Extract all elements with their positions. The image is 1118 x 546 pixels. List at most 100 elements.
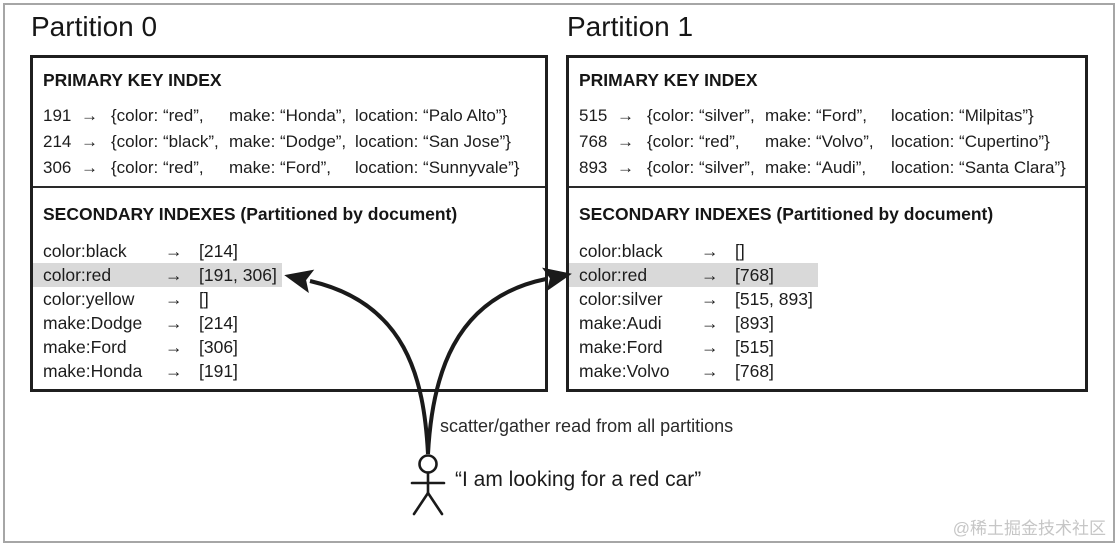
watermark-text: @稀土掘金技术社区 <box>952 519 1106 538</box>
secondary-index-row-highlighted: color:red → [191, 306] <box>33 263 282 287</box>
doc-color: {color: “black”, <box>111 132 219 151</box>
index-key: make:Dodge <box>43 313 143 333</box>
doc-location: location: “Cupertino”} <box>891 132 1050 151</box>
index-key: color:black <box>43 241 127 261</box>
doc-id: 893 <box>579 158 608 177</box>
index-postings: [515] <box>735 337 774 357</box>
doc-id: 515 <box>579 106 608 125</box>
secondary-index-row: make:Volvo → [768] <box>569 359 818 383</box>
doc-id: 768 <box>579 132 608 151</box>
doc-make: make: “Honda”, <box>229 106 347 125</box>
doc-make: make: “Dodge”, <box>229 132 347 151</box>
doc-color: {color: “red”, <box>111 106 204 125</box>
secondary-indexes-heading: SECONDARY INDEXES (Partitioned by docume… <box>43 204 458 224</box>
maps-to-arrow: → <box>701 313 719 333</box>
partition-0-title: Partition 0 <box>31 11 158 42</box>
maps-to-arrow: → <box>165 289 183 309</box>
maps-to-arrow: → <box>81 106 98 125</box>
secondary-index-row: color:black → [214] <box>33 239 282 263</box>
doc-color: {color: “red”, <box>647 132 740 151</box>
index-postings: [191, 306] <box>199 265 277 285</box>
doc-location: location: “Milpitas”} <box>891 106 1034 125</box>
index-postings: [] <box>735 241 745 261</box>
index-key: color:yellow <box>43 289 135 309</box>
index-postings: [306] <box>199 337 238 357</box>
maps-to-arrow: → <box>165 361 183 381</box>
index-postings: [214] <box>199 241 238 261</box>
index-postings: [515, 893] <box>735 289 813 309</box>
user-query-quote: “I am looking for a red car” <box>455 468 702 491</box>
maps-to-arrow: → <box>617 106 634 125</box>
maps-to-arrow: → <box>81 132 98 151</box>
primary-key-index-heading: PRIMARY KEY INDEX <box>43 70 222 90</box>
primary-index-row: 306 → {color: “red”, make: “Ford”, locat… <box>43 155 545 181</box>
doc-color: {color: “silver”, <box>647 106 755 125</box>
secondary-index-row: color:black → [] <box>569 239 818 263</box>
maps-to-arrow: → <box>701 361 719 381</box>
doc-color: {color: “silver”, <box>647 158 755 177</box>
doc-make: make: “Ford”, <box>229 158 332 177</box>
index-key: make:Volvo <box>579 361 670 381</box>
index-key: color:silver <box>579 289 663 309</box>
index-key: make:Ford <box>579 337 663 357</box>
secondary-index-row: make:Ford → [306] <box>33 335 282 359</box>
partition-0-secondary-index-section: SECONDARY INDEXES (Partitioned by docume… <box>33 188 545 383</box>
index-postings: [893] <box>735 313 774 333</box>
primary-index-row: 214 → {color: “black”, make: “Dodge”, lo… <box>43 129 545 155</box>
secondary-index-row: color:yellow → [] <box>33 287 282 311</box>
doc-location: location: “San Jose”} <box>355 132 511 151</box>
secondary-index-row: make:Dodge → [214] <box>33 311 282 335</box>
index-key: make:Honda <box>43 361 143 381</box>
index-key: make:Ford <box>43 337 127 357</box>
maps-to-arrow: → <box>165 313 183 333</box>
primary-index-rows: 191 → {color: “red”, make: “Honda”, loca… <box>43 103 545 181</box>
partition-0-primary-index-section: PRIMARY KEY INDEX 191 → {color: “red”, m… <box>33 58 545 188</box>
scatter-gather-label: scatter/gather read from all partitions <box>440 416 734 436</box>
partition-1-title: Partition 1 <box>567 11 694 42</box>
doc-make: make: “Volvo”, <box>765 132 874 151</box>
maps-to-arrow: → <box>165 337 183 357</box>
partition-1-panel: PRIMARY KEY INDEX 515 → {color: “silver”… <box>566 55 1088 392</box>
index-postings: [] <box>199 289 209 309</box>
secondary-index-row: make:Audi → [893] <box>569 311 818 335</box>
doc-location: location: “Sunnyvale”} <box>355 158 520 177</box>
secondary-index-rows: color:black → [214] color:red → [191, 30… <box>33 239 545 383</box>
doc-id: 191 <box>43 106 72 125</box>
primary-index-row: 191 → {color: “red”, make: “Honda”, loca… <box>43 103 545 129</box>
doc-make: make: “Audi”, <box>765 158 867 177</box>
partition-1-secondary-index-section: SECONDARY INDEXES (Partitioned by docume… <box>569 188 1085 383</box>
doc-id: 306 <box>43 158 72 177</box>
secondary-indexes-heading: SECONDARY INDEXES (Partitioned by docume… <box>579 204 994 224</box>
doc-color: {color: “red”, <box>111 158 204 177</box>
maps-to-arrow: → <box>701 337 719 357</box>
maps-to-arrow: → <box>617 158 634 177</box>
primary-index-row: 515 → {color: “silver”, make: “Ford”, lo… <box>579 103 1085 129</box>
maps-to-arrow: → <box>701 265 719 285</box>
secondary-index-rows: color:black → [] color:red → [768] color… <box>569 239 1085 383</box>
maps-to-arrow: → <box>165 241 183 261</box>
index-postings: [214] <box>199 313 238 333</box>
doc-location: location: “Palo Alto”} <box>355 106 508 125</box>
index-key: make:Audi <box>579 313 662 333</box>
primary-index-row: 768 → {color: “red”, make: “Volvo”, loca… <box>579 129 1085 155</box>
secondary-index-row: make:Honda → [191] <box>33 359 282 383</box>
index-key: color:red <box>579 265 648 285</box>
maps-to-arrow: → <box>701 241 719 261</box>
maps-to-arrow: → <box>617 132 634 151</box>
partition-0-panel: PRIMARY KEY INDEX 191 → {color: “red”, m… <box>30 55 548 392</box>
maps-to-arrow: → <box>701 289 719 309</box>
index-key: color:black <box>579 241 663 261</box>
person-icon <box>410 454 446 516</box>
secondary-index-row: make:Ford → [515] <box>569 335 818 359</box>
doc-id: 214 <box>43 132 72 151</box>
primary-index-rows: 515 → {color: “silver”, make: “Ford”, lo… <box>579 103 1085 181</box>
primary-index-row: 893 → {color: “silver”, make: “Audi”, lo… <box>579 155 1085 181</box>
doc-location: location: “Santa Clara”} <box>891 158 1066 177</box>
index-postings: [191] <box>199 361 238 381</box>
index-postings: [768] <box>735 361 774 381</box>
index-postings: [768] <box>735 265 774 285</box>
secondary-index-row-highlighted: color:red → [768] <box>569 263 818 287</box>
maps-to-arrow: → <box>81 158 98 177</box>
primary-key-index-heading: PRIMARY KEY INDEX <box>579 70 758 90</box>
